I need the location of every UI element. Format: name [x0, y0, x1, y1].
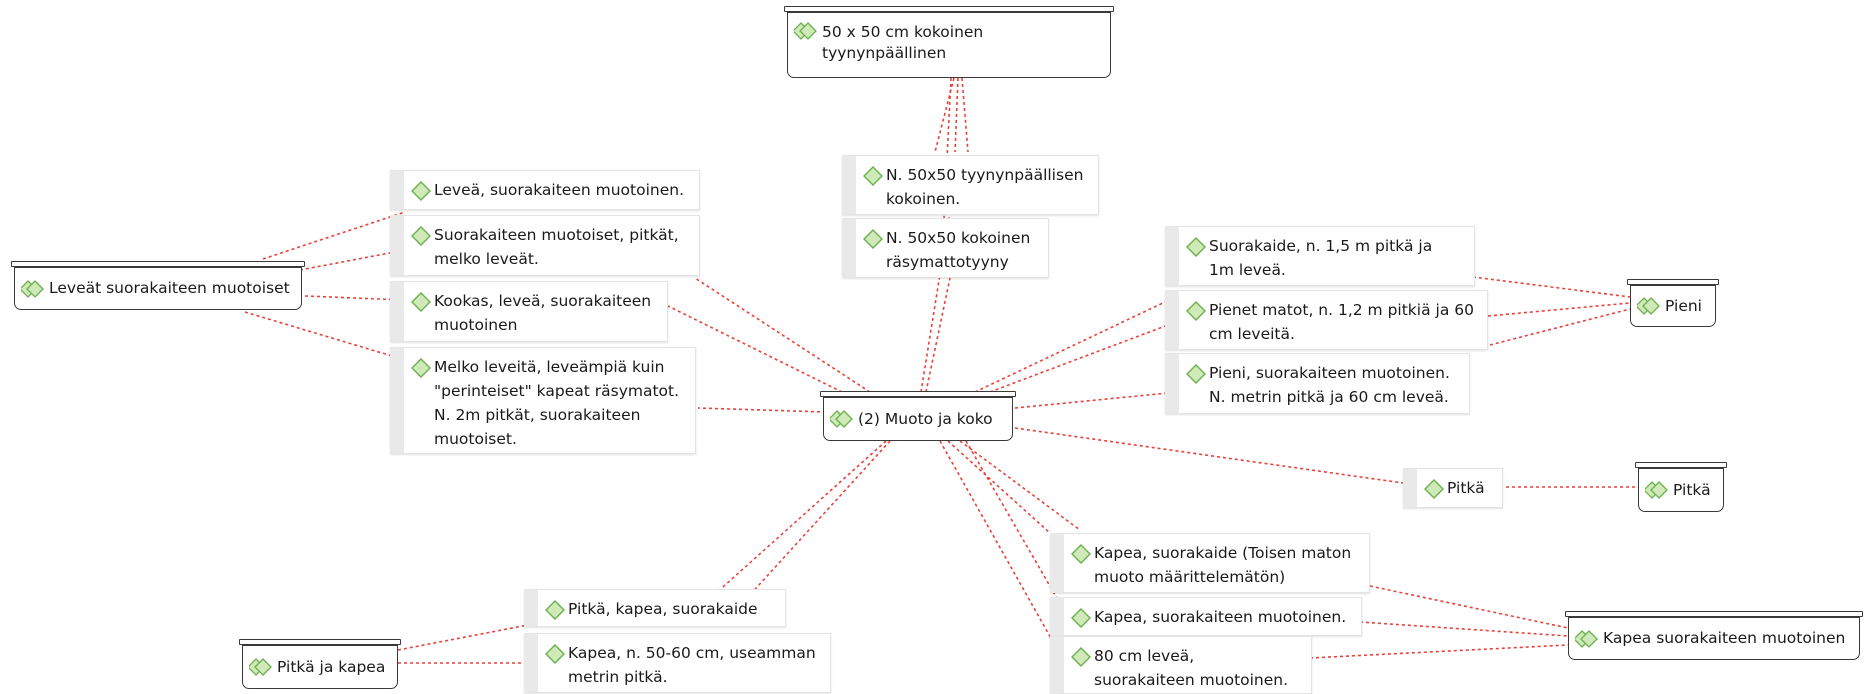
- category-pitka-kapea-label: Pitkä ja kapea: [277, 657, 386, 676]
- code-pitka-kapea-suorakaide[interactable]: Pitkä, kapea, suorakaide: [524, 589, 786, 627]
- link-leveat-levea-suorakaiteen: [262, 211, 406, 260]
- category-leveat-label: Leveät suorakaiteen muotoiset: [49, 279, 290, 298]
- category-kapea-label: Kapea suorakaiteen muotoinen: [1603, 629, 1846, 648]
- code-n50-tyynyn-label: N. 50x50 tyynynpäällisen kokoinen.: [886, 166, 1084, 209]
- link-pieni-pienet-matot-2: [1489, 308, 1631, 346]
- link-pieni-pienet-matot: [1487, 302, 1631, 317]
- category-pitka-kapea[interactable]: Pitkä ja kapea: [239, 639, 401, 689]
- link-pieni-suorakaide-15: [1472, 276, 1631, 298]
- link-center-suorakaide-15: [974, 301, 1166, 393]
- code-kapea-suorakaiteen-label: Kapea, suorakaiteen muotoinen.: [1094, 608, 1347, 626]
- link-kapea-kapea-toisen: [1369, 585, 1569, 629]
- link-center-n50-rasymatto: [925, 277, 951, 393]
- code-levea-suorakaiteen-label: Leveä, suorakaiteen muotoinen.: [434, 181, 685, 199]
- code-kapea-toisen[interactable]: Kapea, suorakaide (Toisen maton muoto mä…: [1050, 533, 1370, 593]
- double-diamond-icon: [1645, 481, 1671, 499]
- code-pitka-kapea-suorakaide-label: Pitkä, kapea, suorakaide: [568, 600, 758, 618]
- diamond-icon: [1070, 647, 1092, 667]
- code-kookas[interactable]: Kookas, leveä, suorakaiteen muotoinen: [390, 281, 668, 342]
- category-pitka-label: Pitkä: [1673, 480, 1711, 499]
- code-suorakaiteen-pitkat-label: Suorakaiteen muotoiset, pitkät, melko le…: [434, 226, 679, 269]
- double-diamond-icon: [1637, 297, 1663, 315]
- link-pitkakapea-pitka-kapea-suorakaide: [397, 624, 529, 651]
- double-diamond-icon: [249, 658, 275, 676]
- link-leveat-melko-leveita: [244, 311, 393, 357]
- link-center-pienet-matot: [989, 324, 1169, 393]
- code-suorakaide-15[interactable]: Suorakaide, n. 1,5 m pitkä ja 1m leveä.: [1165, 226, 1475, 286]
- code-kapea-suorakaiteen[interactable]: Kapea, suorakaiteen muotoinen.: [1050, 597, 1362, 636]
- code-kapea-50-60-label: Kapea, n. 50-60 cm, useamman metrin pitk…: [568, 644, 816, 687]
- diamond-icon: [410, 292, 432, 312]
- link-kapea-cm80: [1309, 644, 1569, 659]
- link-kapea-kapea-suorakaiteen: [1359, 621, 1569, 637]
- code-n50-rasymatto-label: N. 50x50 kokoinen räsymattotyyny: [886, 229, 1031, 272]
- center-node[interactable]: (2) Muoto ja koko: [820, 391, 1016, 441]
- link-center-kapea-suorakaiteen: [965, 440, 1059, 601]
- code-kapea-50-60[interactable]: Kapea, n. 50-60 cm, useamman metrin pitk…: [524, 633, 831, 693]
- code-melko-leveita-label: Melko leveitä, leveämpiä kuin "perinteis…: [434, 358, 680, 449]
- diamond-icon: [862, 229, 884, 249]
- diamond-icon: [410, 226, 432, 246]
- link-center-kapea-toisen-2: [959, 440, 1081, 531]
- diamond-icon: [544, 600, 566, 620]
- code-pieni-suorakaiteen[interactable]: Pieni, suorakaiteen muotoinen. N. metrin…: [1165, 353, 1470, 414]
- link-center-cm80: [939, 440, 1053, 641]
- category-pieni[interactable]: Pieni: [1627, 279, 1719, 327]
- code-pienet-matot-label: Pienet matot, n. 1,2 m pitkiä ja 60 cm l…: [1209, 301, 1474, 344]
- diamond-icon: [1185, 301, 1207, 321]
- link-tyyny-n50-rasymatto-2: [961, 77, 969, 153]
- code-pienet-matot[interactable]: Pienet matot, n. 1,2 m pitkiä ja 60 cm l…: [1165, 290, 1488, 350]
- category-leveat[interactable]: Leveät suorakaiteen muotoiset: [11, 261, 305, 310]
- double-diamond-icon: [1575, 629, 1601, 648]
- diamond-icon: [1070, 608, 1092, 628]
- category-tyyny-label: 50 x 50 cm kokoinen tyynynpäällinen: [822, 23, 984, 62]
- category-kapea[interactable]: Kapea suorakaiteen muotoinen: [1565, 611, 1863, 660]
- code-melko-leveita[interactable]: Melko leveitä, leveämpiä kuin "perinteis…: [390, 347, 696, 454]
- code-suorakaiteen-pitkat[interactable]: Suorakaiteen muotoiset, pitkät, melko le…: [390, 215, 700, 276]
- link-center-kapea-toisen: [947, 440, 1051, 534]
- code-n50-rasymatto[interactable]: N. 50x50 kokoinen räsymattotyyny: [842, 218, 1049, 278]
- double-diamond-icon: [794, 22, 820, 40]
- link-leveat-suorakaiteen-pitkat: [299, 251, 396, 271]
- link-center-pitka-kapea-suorakaide: [713, 440, 887, 596]
- link-center-pitka: [1014, 427, 1404, 484]
- link-center-pieni-suorakaiteen: [1014, 392, 1169, 409]
- diamond-icon: [1185, 237, 1207, 257]
- code-pitka-label: Pitkä: [1447, 479, 1485, 497]
- diamond-icon: [544, 644, 566, 664]
- diamond-icon: [862, 166, 884, 186]
- double-diamond-icon: [830, 410, 856, 428]
- link-tyyny-n50-tyynyn: [934, 77, 955, 153]
- code-kapea-toisen-label: Kapea, suorakaide (Toisen maton muoto mä…: [1094, 544, 1352, 587]
- diamond-icon: [1070, 544, 1092, 564]
- category-pieni-label: Pieni: [1665, 296, 1702, 315]
- double-diamond-icon: [21, 279, 47, 298]
- code-n50-tyynyn[interactable]: N. 50x50 tyynynpäällisen kokoinen.: [842, 155, 1099, 215]
- code-kookas-label: Kookas, leveä, suorakaiteen muotoinen: [434, 292, 652, 335]
- link-tyyny-n50-tyynyn-2: [954, 77, 959, 153]
- diamond-icon: [1185, 364, 1207, 384]
- link-center-suorakaiteen-pitkat: [694, 277, 871, 393]
- code-cm80[interactable]: 80 cm leveä, suorakaiteen muotoinen.: [1050, 636, 1312, 694]
- code-cm80-label: 80 cm leveä, suorakaiteen muotoinen.: [1094, 647, 1289, 690]
- link-center-melko-leveita: [697, 407, 827, 413]
- category-pitka[interactable]: Pitkä: [1635, 462, 1727, 512]
- diamond-icon: [410, 358, 432, 378]
- code-levea-suorakaiteen[interactable]: Leveä, suorakaiteen muotoinen.: [390, 170, 700, 210]
- diamond-icon: [1423, 479, 1445, 499]
- code-pieni-suorakaiteen-label: Pieni, suorakaiteen muotoinen. N. metrin…: [1209, 364, 1450, 407]
- code-suorakaide-15-label: Suorakaide, n. 1,5 m pitkä ja 1m leveä.: [1209, 237, 1433, 280]
- center-node-label: (2) Muoto ja koko: [858, 409, 993, 428]
- category-tyyny[interactable]: 50 x 50 cm kokoinen tyynynpäällinen: [784, 6, 1114, 78]
- link-center-kapea-50-60: [747, 440, 891, 598]
- diamond-icon: [410, 181, 432, 201]
- code-pitka[interactable]: Pitkä: [1403, 468, 1503, 508]
